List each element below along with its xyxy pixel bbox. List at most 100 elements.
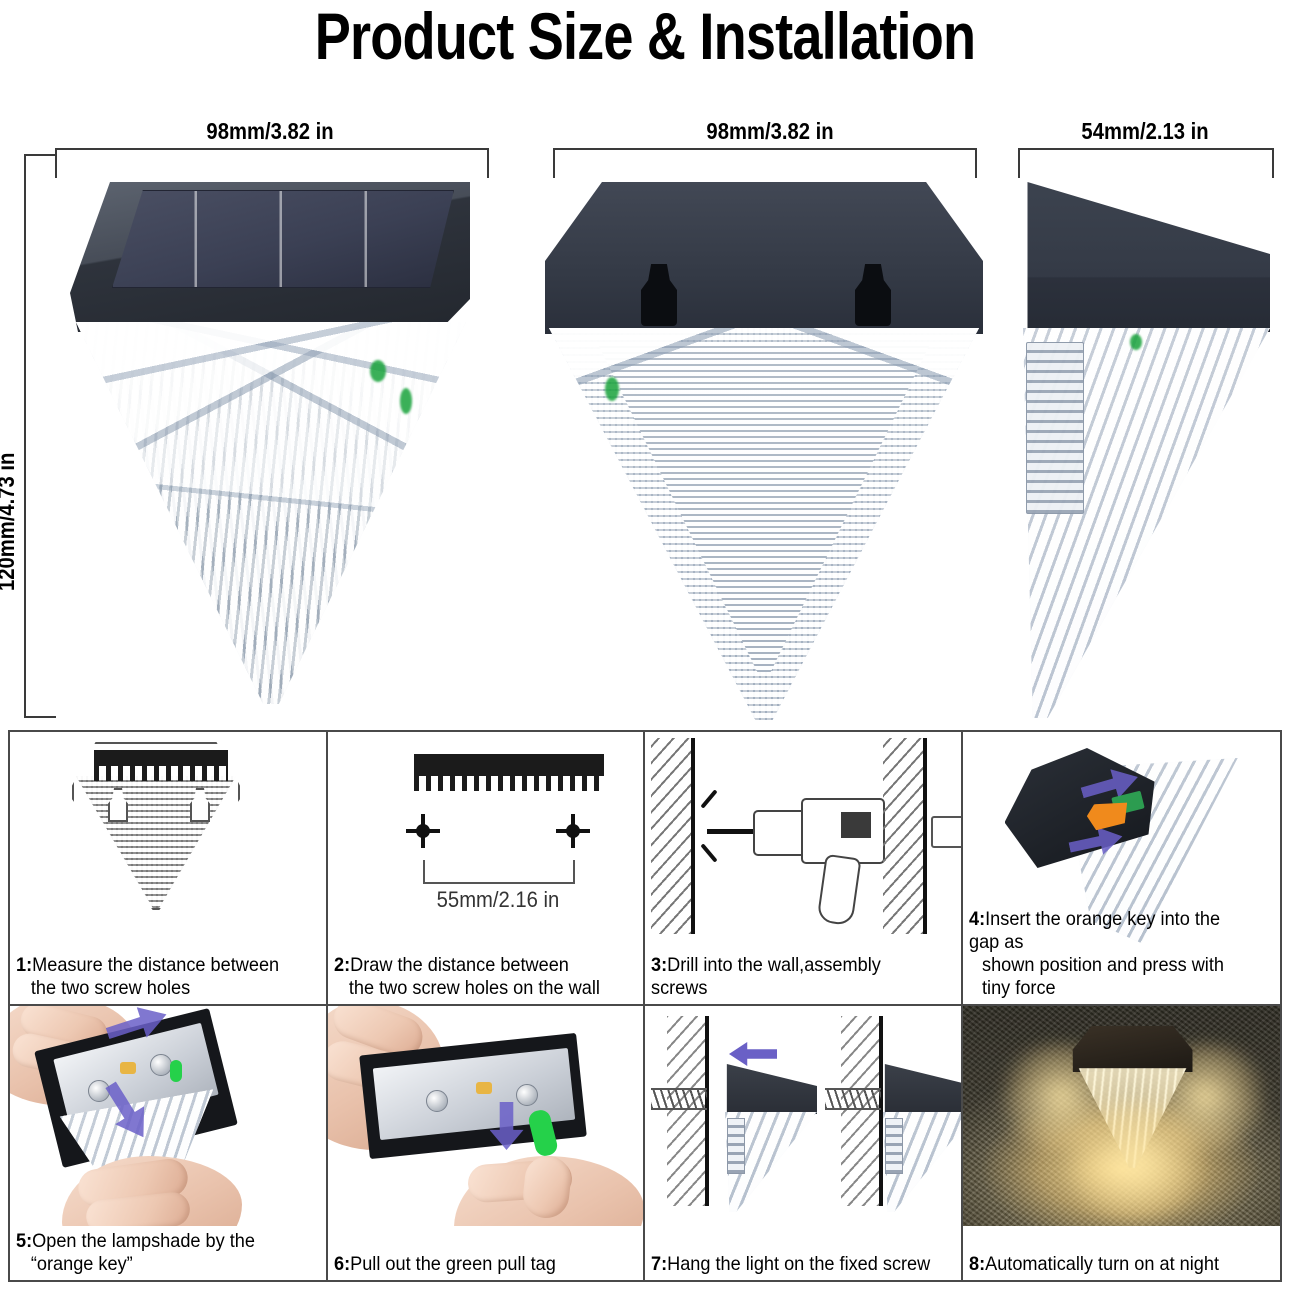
step-panel-5: 5:Open the lampshade by the “orange key”: [10, 1006, 328, 1280]
front-width-label: 98mm/3.82 in: [206, 118, 334, 144]
arrow-hang-left: [729, 1042, 777, 1066]
step-1-text-line1: Measure the distance between: [32, 954, 280, 976]
step-panel-8: 8:Automatically turn on at night: [962, 1006, 1280, 1280]
wall-hatching-left: [651, 738, 691, 934]
step-7-text-line1: Hang the light on the fixed screw: [667, 1253, 931, 1275]
wall-hatching-7a: [667, 1016, 705, 1206]
screw-fixed-7a: [651, 1088, 707, 1110]
mounting-clip-side: [1026, 342, 1084, 514]
led-chip: [120, 1062, 136, 1074]
side-width-bracket: [1018, 148, 1274, 178]
step-5-caption: 5:Open the lampshade by the “orange key”: [16, 1230, 300, 1276]
step-1-illustration: [10, 732, 326, 950]
drill-bit: [707, 829, 755, 834]
wall-surface-7a: [705, 1016, 709, 1206]
step-2-number: 2:: [333, 954, 350, 976]
green-tab-indicator-side: [1130, 334, 1142, 350]
wall-hatching-right-2: [883, 738, 923, 934]
wall-hatching-7b: [841, 1016, 879, 1206]
drill-spark-2: [700, 843, 718, 863]
step-5-text-line1: Open the lampshade by the: [32, 1230, 255, 1252]
wall-surface-right: [923, 738, 927, 934]
step-7-caption: 7:Hang the light on the fixed screw: [651, 1253, 935, 1276]
screw-fixed-7b: [825, 1088, 881, 1110]
step-3-number: 3:: [651, 954, 668, 976]
step-7-number: 7:: [651, 1253, 668, 1275]
battery-screw-right: [515, 1084, 538, 1106]
wall-surface-7b: [879, 1016, 883, 1206]
dimension-section: 120mm/4.73 in 98mm/3.82 in 98mm/3.82 in …: [0, 104, 1290, 724]
wall-surface-left: [691, 738, 695, 934]
step-panel-2: 55mm/2.16 in 2:Draw the distance between…: [327, 732, 645, 1006]
step-2-text-line1: Draw the distance between: [349, 954, 569, 976]
inner-screw-left: [88, 1080, 110, 1102]
step-4-text-line1: Insert the orange key into the gap as: [968, 908, 1220, 953]
wall-anchor-icon: [931, 816, 961, 848]
step-8-caption: 8:Automatically turn on at night: [969, 1253, 1255, 1276]
crystal-facets-front: [76, 322, 466, 704]
step-2-illustration: 55mm/2.16 in: [328, 732, 644, 950]
screw-mark-dot-right: [565, 824, 580, 838]
ruler-icon: [94, 750, 228, 781]
step-7-illustration: [645, 1006, 961, 1226]
product-side-view: [1020, 182, 1270, 727]
inner-screw-right: [150, 1054, 172, 1076]
side-width-label: 54mm/2.13 in: [1081, 118, 1209, 144]
step-1-number: 1:: [16, 954, 33, 976]
battery-screw-left: [425, 1090, 448, 1112]
step-8-illustration: [962, 1006, 1280, 1226]
housing-back-plate: [545, 182, 983, 334]
back-width-bracket: [553, 148, 977, 178]
step-6-caption: 6:Pull out the green pull tag: [334, 1253, 618, 1276]
solar-panel: [112, 190, 454, 288]
crystal-texture-1: [76, 776, 236, 908]
lamp-night-housing: [1072, 1026, 1193, 1072]
step-5-illustration: [10, 1006, 326, 1226]
step-5-text-line2: “orange key”: [30, 1253, 133, 1275]
back-width-label: 98mm/3.82 in: [706, 118, 834, 144]
step-panel-1: 1:Measure the distance between the two s…: [10, 732, 328, 1006]
front-width-bracket: [55, 148, 489, 178]
step-6-text-line1: Pull out the green pull tag: [349, 1253, 556, 1275]
step-3-illustration: [645, 732, 961, 950]
step-1-caption: 1:Measure the distance between the two s…: [16, 954, 300, 1000]
screw-mark-dot-left: [415, 824, 430, 838]
step-6-number: 6:: [333, 1253, 350, 1275]
height-dimension-label: 120mm/4.73 in: [0, 452, 19, 591]
page-title: Product Size & Installation: [314, 0, 976, 73]
screw-spacing-label: 55mm/2.16 in: [436, 887, 559, 912]
step-6-illustration: [327, 1006, 643, 1226]
step-3-text-line1: Drill into the wall,assembly screws: [651, 954, 881, 999]
height-dimension-bracket: [24, 154, 56, 718]
step-5-number: 5:: [16, 1230, 33, 1252]
green-tab-indicator-back: [605, 377, 619, 401]
lamp-housing-7a: [726, 1064, 817, 1114]
light-glow-center: [1054, 1102, 1215, 1222]
screw-mark-right: [555, 814, 590, 848]
step-panel-7: 7:Hang the light on the fixed screw: [645, 1006, 963, 1280]
step-4-illustration: [963, 732, 1281, 950]
step-panel-4: 4:Insert the orange key into the gap as …: [962, 732, 1281, 1006]
drill-spark-1: [700, 789, 718, 809]
keyhole-slot-illustration-right: [190, 788, 210, 822]
drill-motor-detail: [841, 812, 871, 838]
product-front-view: [70, 182, 470, 717]
lamp-clip-7a: [727, 1118, 745, 1174]
step-1-text-line2: the two screw holes: [30, 977, 191, 999]
step-panel-6: 6:Pull out the green pull tag: [327, 1006, 645, 1280]
green-tab-indicator-2: [400, 388, 412, 414]
green-pull-tag-5: [170, 1060, 182, 1082]
step-3-caption: 3:Drill into the wall,assembly screws: [651, 954, 935, 1000]
step-4-text-line2: shown position and press with tiny force: [981, 954, 1224, 999]
step-4-caption: 4:Insert the orange key into the gap as …: [969, 908, 1255, 1000]
keyhole-slot-illustration-left: [108, 788, 128, 822]
step-8-text-line1: Automatically turn on at night: [984, 1253, 1219, 1275]
lamp-housing-7b: [884, 1064, 961, 1114]
housing-side-profile: [1027, 182, 1270, 332]
step-4-number: 4:: [968, 908, 985, 930]
green-tab-indicator: [370, 360, 386, 382]
product-back-view: [545, 182, 983, 727]
lamp-clip-7b: [885, 1118, 903, 1174]
ruler-icon-2: [413, 754, 604, 791]
